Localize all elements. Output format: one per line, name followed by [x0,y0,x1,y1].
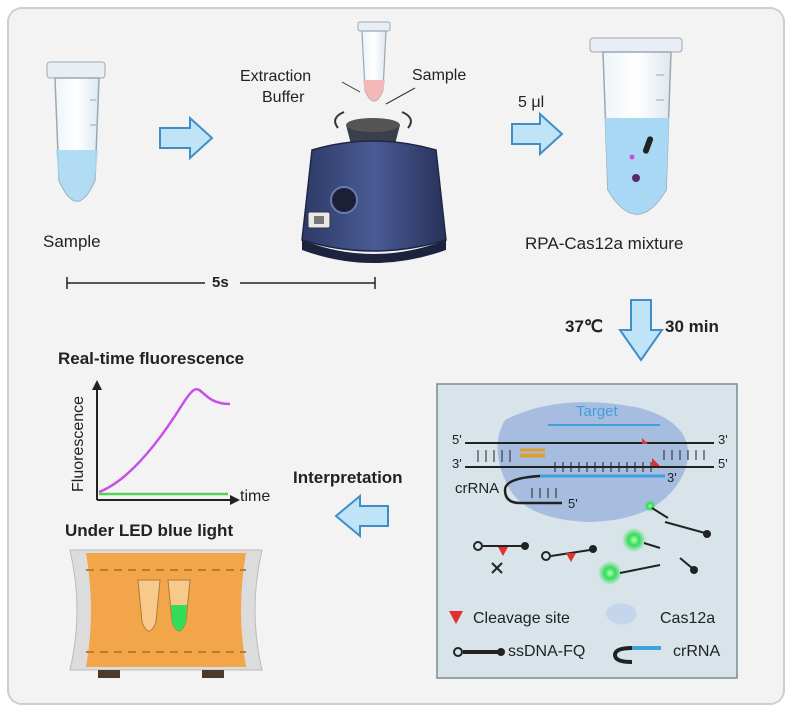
strand1-5prime: 5' [452,432,462,447]
cas12a-blob [497,402,688,522]
strand1-3prime: 3' [718,432,728,447]
mechanism-panel [436,383,738,679]
legend-cas12a: Cas12a [660,610,716,627]
incubation-label: 30 min [665,317,719,336]
sample-tube-label: Sample [412,67,467,84]
legend-ssdna-fq: ssDNA-FQ [508,643,586,660]
cas12a-icon [605,603,637,625]
legend-crrna: crRNA [673,643,721,660]
strand2-3prime: 3' [452,456,462,471]
volume-label: 5 μl [518,94,545,111]
sample-label: Sample [43,232,101,251]
chart-title: Real-time fluorescence [58,349,245,368]
fluorescence-chart [92,380,240,505]
vortex-mixer-icon [301,111,447,263]
cleavage-site-icon [449,611,463,624]
reaction-tube-icon [589,37,683,215]
time-label: 5s [212,274,229,291]
arrow-right-icon [159,115,214,161]
legend-cleavage-site: Cleavage site [473,610,570,627]
target-label: Target [576,403,618,420]
extraction-tube-icon [341,21,416,105]
extraction-buffer-label-line1: Extraction [240,68,312,85]
strand2-5prime: 5' [718,456,728,471]
positive-curve [98,388,231,494]
crrna-3prime: 3' [667,470,677,485]
arrow-down-icon [618,299,664,362]
mixture-label: RPA-Cas12a mixture [525,234,684,253]
led-title: Under LED blue light [65,521,234,540]
led-device-icon [69,549,263,678]
crrna-5prime: 5' [568,496,578,511]
temperature-label: 37℃ [565,317,604,336]
interpretation-label: Interpretation [293,468,403,487]
arrow-right-icon [511,111,564,157]
sample-tube-icon [46,61,106,202]
timeline-scale [66,277,376,289]
y-axis-label: Fluorescence [70,395,87,492]
x-axis-label: time [240,488,271,505]
arrow-left-icon [334,493,389,539]
extraction-buffer-label-line2: Buffer [262,89,305,106]
crrna-label: crRNA [455,480,500,497]
